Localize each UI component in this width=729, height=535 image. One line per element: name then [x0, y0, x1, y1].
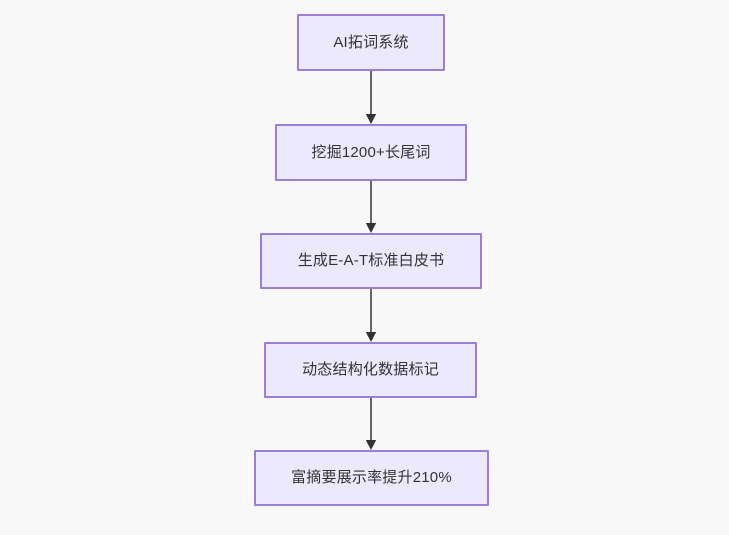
connector-node1-to-node2: [364, 71, 378, 124]
flow-node-rich-snippet-result[interactable]: 富摘要展示率提升210%: [254, 450, 489, 506]
flow-node-label: 动态结构化数据标记: [302, 361, 439, 378]
flow-node-eat-whitepaper[interactable]: 生成E-A-T标准白皮书: [260, 233, 482, 289]
connector-node3-to-node4: [364, 289, 378, 342]
flow-node-longtail-keywords[interactable]: 挖掘1200+长尾词: [275, 124, 467, 181]
flow-node-ai-keyword-system[interactable]: AI拓词系统: [297, 14, 445, 71]
flow-node-label: 富摘要展示率提升210%: [291, 469, 452, 486]
flow-node-label: AI拓词系统: [333, 33, 409, 51]
connector-node4-to-node5: [364, 398, 378, 450]
flow-node-label: 挖掘1200+长尾词: [311, 143, 431, 161]
arrow-down-icon: [365, 289, 377, 342]
flow-node-structured-data-markup[interactable]: 动态结构化数据标记: [264, 342, 477, 398]
connector-node2-to-node3: [364, 181, 378, 233]
flow-node-label: 生成E-A-T标准白皮书: [297, 252, 445, 269]
arrow-down-icon: [365, 181, 377, 233]
arrow-down-icon: [365, 398, 377, 450]
arrow-down-icon: [365, 71, 377, 124]
